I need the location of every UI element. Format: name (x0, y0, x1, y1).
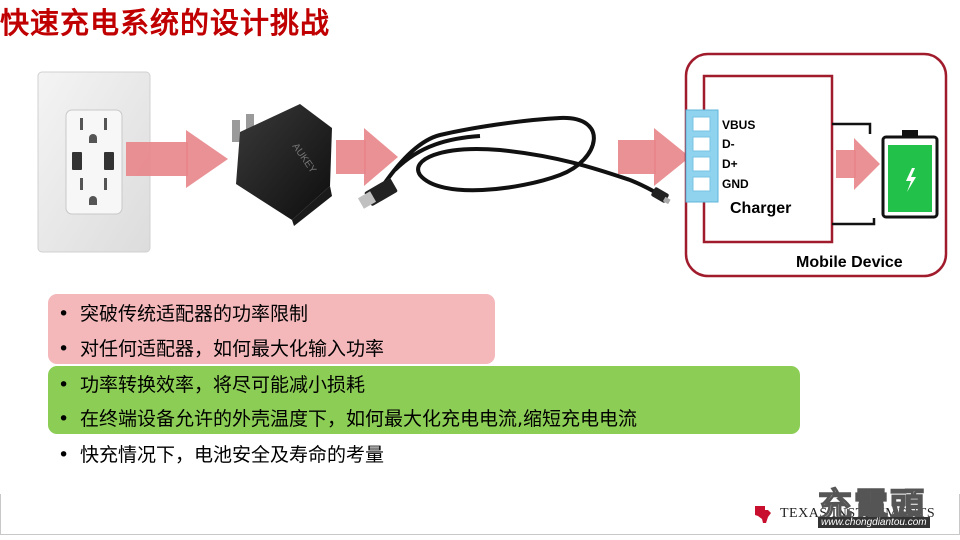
bullet-dot: • (58, 444, 70, 466)
bullet-text: 在终端设备允许的外壳温度下，如何最大化充电电流,缩短充电电流 (80, 408, 638, 430)
charger-label: Charger (730, 200, 791, 217)
bullet-item: • 功率转换效率，将尽可能减小损耗 (58, 370, 365, 397)
page-title: 快速充电系统的设计挑战 (0, 6, 331, 40)
power-adapter-image: AUKEY (232, 104, 332, 226)
bullet-text: 突破传统适配器的功率限制 (80, 303, 309, 325)
usb-cable-image (357, 115, 671, 209)
bullet-item: • 快充情况下，电池安全及寿命的考量 (58, 440, 384, 467)
pin-label-dplus: D+ (722, 157, 738, 171)
flow-arrow-3 (618, 128, 690, 186)
watermark-url: www.chongdiantou.com (818, 517, 930, 528)
bullet-dot: • (58, 303, 70, 325)
charger-box (702, 74, 834, 244)
bullet-text: 快充情况下，电池安全及寿命的考量 (80, 444, 385, 466)
bullet-dot: • (58, 374, 70, 396)
bullet-text: 对任何适配器，如何最大化输入功率 (80, 338, 385, 360)
bullet-dot: • (58, 338, 70, 360)
charging-system-diagram: AUKEY VBUS D- D+ GND Charger (37, 52, 948, 278)
flow-arrow-1 (126, 130, 228, 188)
bullet-item: • 突破传统适配器的功率限制 (58, 299, 308, 326)
flow-arrow-4 (836, 138, 880, 190)
wire-positive (832, 122, 872, 134)
bullet-text: 功率转换效率，将尽可能减小损耗 (80, 374, 366, 396)
wire-negative (832, 218, 876, 226)
bullet-item: • 对任何适配器，如何最大化输入功率 (58, 334, 384, 361)
mobile-device-label: Mobile Device (796, 254, 903, 271)
pin-label-vbus: VBUS (722, 118, 755, 132)
flow-arrow-2 (336, 128, 398, 186)
ti-logo-icon (755, 506, 771, 523)
pin-label-dminus: D- (722, 137, 735, 151)
pin-label-gnd: GND (722, 177, 749, 191)
green-highlight-band (48, 366, 800, 434)
red-highlight-band (48, 294, 495, 364)
bullet-item: • 在终端设备允许的外壳温度下，如何最大化充电电流,缩短充电电流 (58, 404, 637, 431)
usb-pin-panel (685, 109, 719, 203)
battery-icon (881, 130, 939, 219)
bullet-dot: • (58, 408, 70, 430)
